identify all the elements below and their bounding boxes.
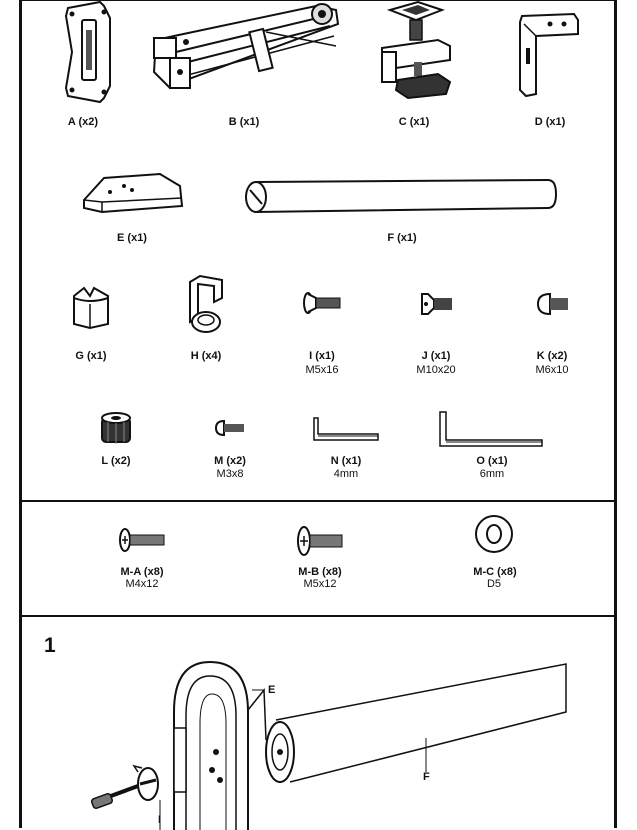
- part-n-hex-key-illustration: [313, 417, 379, 441]
- part-e-base-illustration: [83, 172, 184, 214]
- part-l-knob-illustration: [101, 412, 131, 444]
- page-frame: [19, 0, 617, 828]
- part-o-label: O (x1): [476, 455, 508, 467]
- part-k-screw-illustration: [536, 292, 568, 316]
- part-m-spec: M3x8: [216, 468, 244, 480]
- hardware-mb-label: M-B (x8): [298, 566, 342, 578]
- part-j-label: J (x1): [421, 350, 451, 362]
- hardware-mc-washer-illustration: [475, 515, 513, 553]
- hardware-ma-screw-illustration: [119, 528, 165, 552]
- part-m-label: M (x2): [214, 455, 246, 467]
- hardware-mc-spec: D5: [486, 578, 502, 590]
- step-1-assembly-illustration: [90, 660, 567, 830]
- part-b-label: B (x1): [228, 116, 260, 128]
- part-k-spec: M6x10: [535, 364, 569, 376]
- part-k-label: K (x2): [536, 350, 568, 362]
- section-divider: [19, 500, 617, 502]
- part-c-desk-clamp-illustration: [381, 0, 452, 100]
- part-f-pole-illustration: [245, 178, 558, 214]
- part-g-cable-clip-illustration: [73, 286, 109, 330]
- part-d-bracket-illustration: [519, 12, 579, 98]
- part-i-screw-illustration: [303, 292, 341, 314]
- part-h-cable-hook-illustration: [189, 274, 223, 333]
- callout-e: E: [268, 684, 276, 696]
- part-i-label: I (x1): [309, 350, 335, 362]
- part-a-vesa-plate-illustration: [64, 0, 111, 104]
- part-b-arm-illustration: [152, 3, 340, 90]
- hardware-mb-spec: M5x12: [303, 578, 337, 590]
- part-h-label: H (x4): [190, 350, 222, 362]
- part-l-label: L (x2): [101, 455, 131, 467]
- part-o-spec: 6mm: [479, 468, 505, 480]
- section-divider: [19, 615, 617, 617]
- hardware-ma-spec: M4x12: [125, 578, 159, 590]
- part-d-label: D (x1): [534, 116, 566, 128]
- part-a-label: A (x2): [67, 116, 99, 128]
- part-n-label: N (x1): [330, 455, 362, 467]
- part-c-label: C (x1): [398, 116, 430, 128]
- part-e-label: E (x1): [117, 232, 147, 244]
- hardware-ma-label: M-A (x8): [120, 566, 164, 578]
- step-number: 1: [44, 634, 56, 657]
- part-o-hex-key-illustration: [439, 411, 543, 447]
- part-i-spec: M5x16: [305, 364, 339, 376]
- callout-i: I: [158, 814, 162, 826]
- part-g-label: G (x1): [75, 350, 107, 362]
- part-n-spec: 4mm: [333, 468, 359, 480]
- hardware-mb-screw-illustration: [297, 526, 343, 556]
- part-m-screw-illustration: [214, 419, 244, 437]
- part-j-screw-illustration: [421, 293, 452, 315]
- part-f-label: F (x1): [387, 232, 417, 244]
- hardware-mc-label: M-C (x8): [473, 566, 517, 578]
- callout-f: F: [423, 771, 430, 783]
- part-j-spec: M10x20: [416, 364, 456, 376]
